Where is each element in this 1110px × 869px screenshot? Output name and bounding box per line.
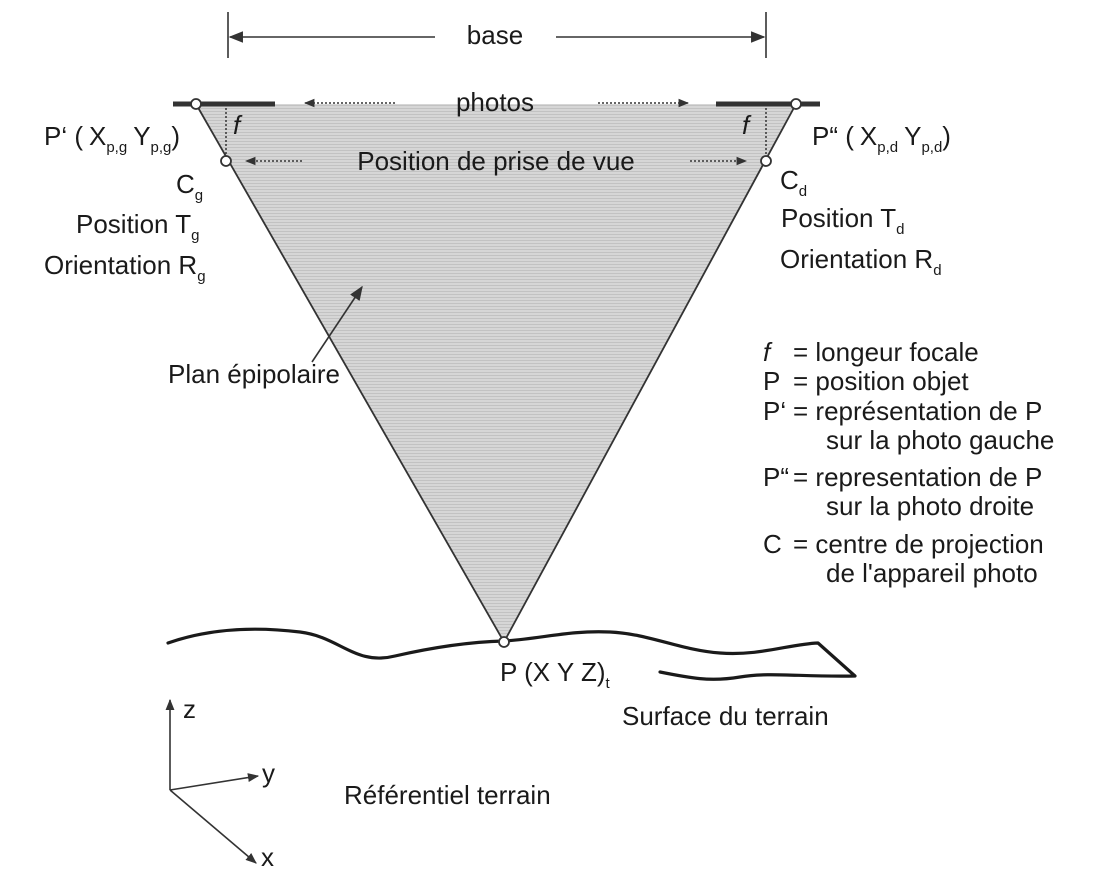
left-position-label: Position Tg [76,209,199,244]
left-orientation-label: Orientation Rg [44,250,206,285]
legend-symbol-p-prime: P‘ [763,396,786,426]
reference-frame-label: Référentiel terrain [344,780,551,810]
terrain-surface-label: Surface du terrain [622,701,829,731]
legend: f = longeur focale P = position objet P‘… [763,337,1054,588]
legend-text-p-prime: = représentation de P [793,396,1042,426]
right-center-label: Cd [780,165,807,200]
right-image-point [790,98,802,110]
epipolar-plane [196,104,796,642]
legend-symbol-p: P [763,366,780,396]
right-position-label: Position Td [781,203,904,238]
legend-text-p-double-prime: = representation de P [793,462,1042,492]
left-projection-center [220,155,232,167]
left-center-label: Cg [176,169,203,204]
x-axis [169,789,257,864]
right-focal-label: f [742,110,752,140]
y-axis [169,773,260,791]
x-axis-label: x [261,842,274,869]
legend-symbol-c: C [763,529,782,559]
photos-label: photos [456,87,534,117]
epipolar-pointer-arrow [311,285,363,363]
left-image-point [190,98,202,110]
z-axis-label: z [183,694,196,724]
legend-text-c: = centre de projection [793,529,1044,559]
legend-cont-p-prime: sur la photo gauche [826,425,1054,455]
right-orientation-label: Orientation Rd [780,244,942,279]
y-axis-label: y [262,758,275,788]
terrain-surface [166,627,857,681]
legend-text-f: = longeur focale [793,337,979,367]
prise-de-vue-label: Position de prise de vue [357,146,635,176]
legend-text-p: = position objet [793,366,969,396]
right-projection-center [760,155,772,167]
left-focal-label: f [233,110,243,140]
legend-symbol-p-double-prime: P“ [763,462,789,492]
legend-cont-p-double-prime: sur la photo droite [826,491,1034,521]
epipolar-plane-label: Plan épipolaire [168,359,340,389]
left-projection-ray [195,103,505,643]
ground-point-label: P (X Y Z)t [500,657,611,692]
right-projection-ray [503,103,797,643]
legend-cont-c: de l'appareil photo [826,558,1038,588]
base-label: base [467,20,523,50]
ground-point [498,636,510,648]
legend-symbol-f: f [763,337,773,367]
